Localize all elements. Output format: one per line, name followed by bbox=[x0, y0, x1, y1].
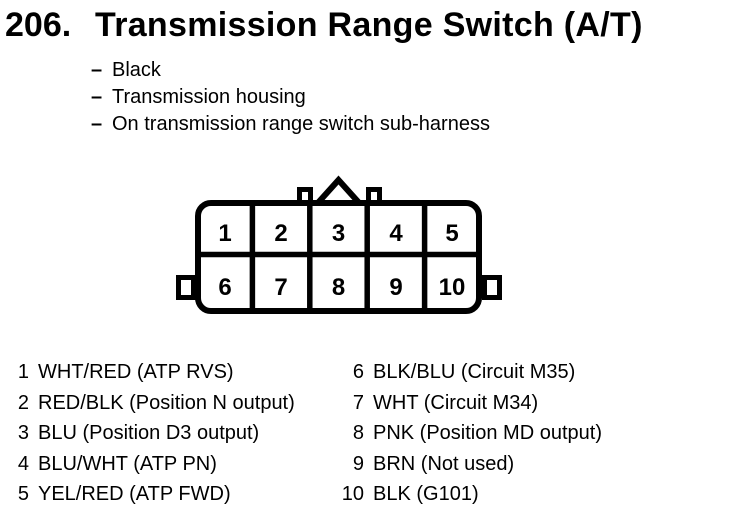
pin-number: 3 bbox=[17, 422, 29, 444]
pin-row: 1 WHT/RED (ATP RVS) bbox=[0, 357, 295, 388]
pin-row: 5 YEL/RED (ATP FWD) bbox=[0, 479, 295, 510]
pin-row: 10 BLK (G101) bbox=[335, 479, 602, 510]
pin-label: WHT/RED (ATP RVS) bbox=[38, 361, 234, 383]
note-label: On transmission range switch sub-harness bbox=[112, 113, 490, 135]
pin-number: 2 bbox=[17, 391, 29, 414]
note-label: Transmission housing bbox=[112, 86, 306, 108]
pin-label: BRN (Not used) bbox=[373, 452, 515, 475]
pin-list-right: 6 BLK/BLU (Circuit M35) 7 WHT (Circuit M… bbox=[335, 357, 602, 510]
note-dash: – bbox=[91, 59, 103, 81]
pin-row: 9 BRN (Not used) bbox=[335, 449, 602, 480]
pin-row: 6 BLK/BLU (Circuit M35) bbox=[335, 357, 602, 388]
pin-label: BLU (Position D3 output) bbox=[38, 422, 260, 444]
pin-number: 10 bbox=[341, 483, 364, 505]
pin-list-left: 1 WHT/RED (ATP RVS) 2 RED/BLK (Position … bbox=[0, 357, 295, 510]
pin-number: 4 bbox=[17, 452, 29, 475]
pin-label: BLK/BLU (Circuit M35) bbox=[373, 361, 576, 383]
note-item: – Black bbox=[91, 57, 490, 84]
pin-label: BLK (G101) bbox=[373, 483, 479, 505]
section-number: 206. bbox=[5, 6, 72, 44]
note-item: – Transmission housing bbox=[91, 84, 490, 111]
note-item: – On transmission range switch sub-harne… bbox=[91, 111, 490, 138]
pin-number: 9 bbox=[352, 452, 364, 475]
pin-number: 1 bbox=[17, 361, 29, 383]
connector-cell-number: 5 bbox=[445, 220, 458, 247]
connector-cell-number: 2 bbox=[274, 220, 287, 247]
note-label: Black bbox=[112, 59, 161, 81]
pin-label: BLU/WHT (ATP PN) bbox=[38, 452, 217, 475]
notes-list: – Black – Transmission housing – On tran… bbox=[91, 57, 490, 138]
pin-row: 8 PNK (Position MD output) bbox=[335, 418, 602, 449]
connector-cell-number: 4 bbox=[389, 220, 403, 247]
pin-number: 5 bbox=[17, 483, 29, 505]
pin-number: 7 bbox=[352, 391, 364, 414]
pin-row: 4 BLU/WHT (ATP PN) bbox=[0, 449, 295, 480]
connector-cell-number: 1 bbox=[218, 220, 231, 247]
pin-number: 6 bbox=[352, 361, 364, 383]
connector-cell-number: 10 bbox=[439, 274, 466, 301]
connector-cell-number: 7 bbox=[274, 274, 287, 301]
connector-cell-number: 9 bbox=[389, 274, 402, 301]
connector-cell-number: 6 bbox=[218, 274, 231, 301]
pin-row: 7 WHT (Circuit M34) bbox=[335, 388, 602, 419]
connector-side-tab-left bbox=[176, 275, 196, 300]
note-dash: – bbox=[91, 113, 103, 135]
pin-label: YEL/RED (ATP FWD) bbox=[38, 483, 231, 505]
connector-side-tab-right bbox=[482, 275, 502, 300]
pin-row: 2 RED/BLK (Position N output) bbox=[0, 388, 295, 419]
pin-row: 3 BLU (Position D3 output) bbox=[0, 418, 295, 449]
pin-label: PNK (Position MD output) bbox=[373, 422, 602, 444]
connector-cell-number: 3 bbox=[332, 220, 345, 247]
pin-label: WHT (Circuit M34) bbox=[373, 391, 539, 414]
pin-number: 8 bbox=[352, 422, 364, 444]
note-dash: – bbox=[91, 86, 103, 108]
connector-cell-number: 8 bbox=[332, 274, 345, 301]
page-title: Transmission Range Switch (A/T) bbox=[95, 6, 643, 44]
pin-label: RED/BLK (Position N output) bbox=[38, 391, 295, 414]
